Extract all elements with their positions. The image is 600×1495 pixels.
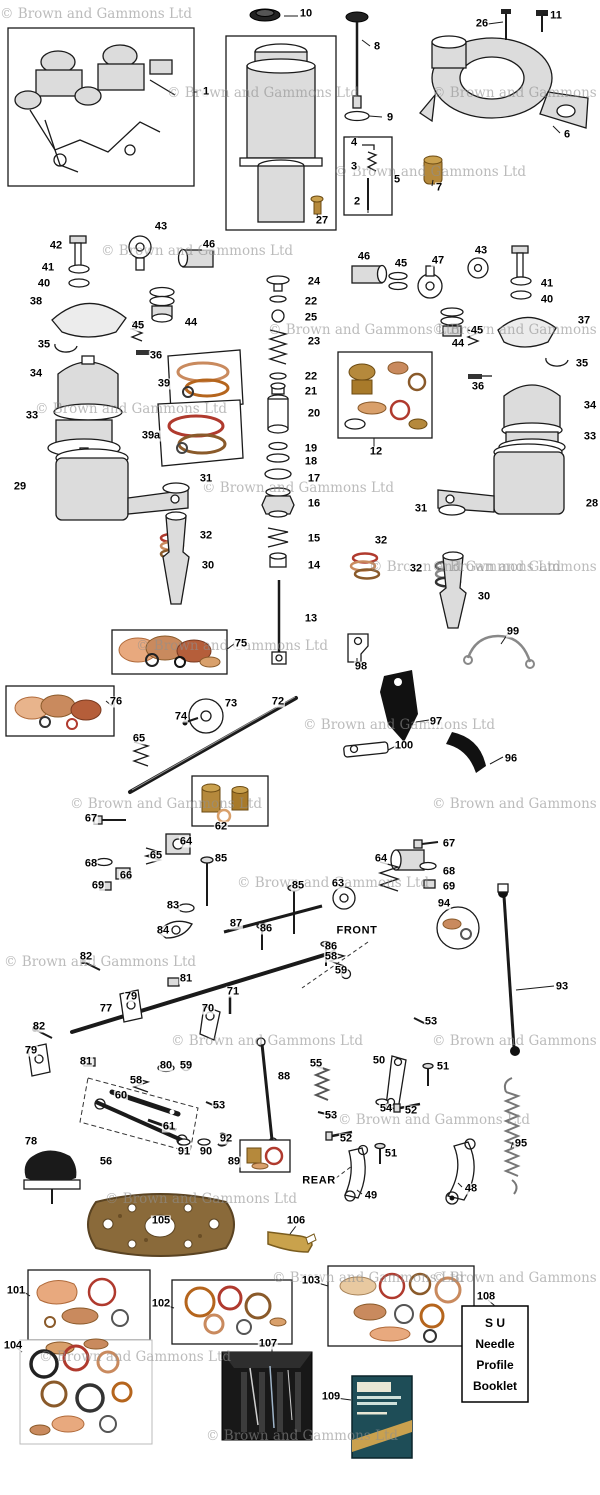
link-100-illustration — [343, 741, 389, 758]
damper-rod-illustration — [344, 11, 370, 122]
gasket-set-101-illustration — [27, 1269, 151, 1341]
gasket-kit-75-illustration — [111, 629, 228, 675]
linkage-illustration — [23, 856, 521, 1205]
damper-cap-illustration — [249, 8, 281, 22]
gasket-kit-76-illustration — [5, 685, 115, 737]
washer-set-102-illustration — [171, 1279, 293, 1345]
spring-65-illustration — [132, 741, 151, 767]
assembly-box-illustration — [7, 27, 195, 187]
arm-96-illustration — [446, 732, 486, 773]
union-kit-62-illustration — [191, 775, 269, 827]
throttle-rod-72-illustration — [128, 696, 298, 794]
tool-pouch-107-illustration — [221, 1351, 313, 1441]
bracket-98-illustration — [347, 633, 369, 663]
fork-106-illustration — [267, 1231, 317, 1253]
fixing-cluster-right-illustration — [377, 839, 439, 892]
booklet-card-line: Profile — [476, 1357, 514, 1372]
jet-service-kit-box-illustration — [337, 351, 433, 439]
heat-shield-105-illustration — [87, 1193, 235, 1257]
return-spring-99-illustration — [463, 634, 535, 669]
booklet-109-illustration — [351, 1375, 413, 1459]
front-carb-exploded-illustration — [47, 235, 244, 605]
center-parts-column-illustration — [261, 275, 295, 665]
needle-spring-box-illustration — [343, 136, 393, 216]
booklet-card-line: S U — [484, 1315, 505, 1330]
dashpot-box-illustration — [225, 35, 337, 231]
booklet-card-text: S U Needle Profile Booklet — [463, 1308, 527, 1400]
gasket-set-103-illustration — [327, 1265, 475, 1347]
carburettor-body-illustration — [419, 9, 589, 129]
jet-bearing-illustration — [423, 155, 443, 185]
fixing-cluster-left-illustration — [93, 815, 191, 891]
washer-assortment-104-illustration — [19, 1338, 153, 1445]
booklet-card-108-illustration — [461, 1305, 529, 1403]
rear-carb-exploded-illustration — [349, 245, 569, 629]
bracket-97-illustration — [380, 670, 418, 742]
booklet-card-line: Needle — [475, 1336, 515, 1351]
booklet-card-line: Booklet — [472, 1378, 517, 1393]
disc-73-74-illustration — [182, 698, 224, 734]
